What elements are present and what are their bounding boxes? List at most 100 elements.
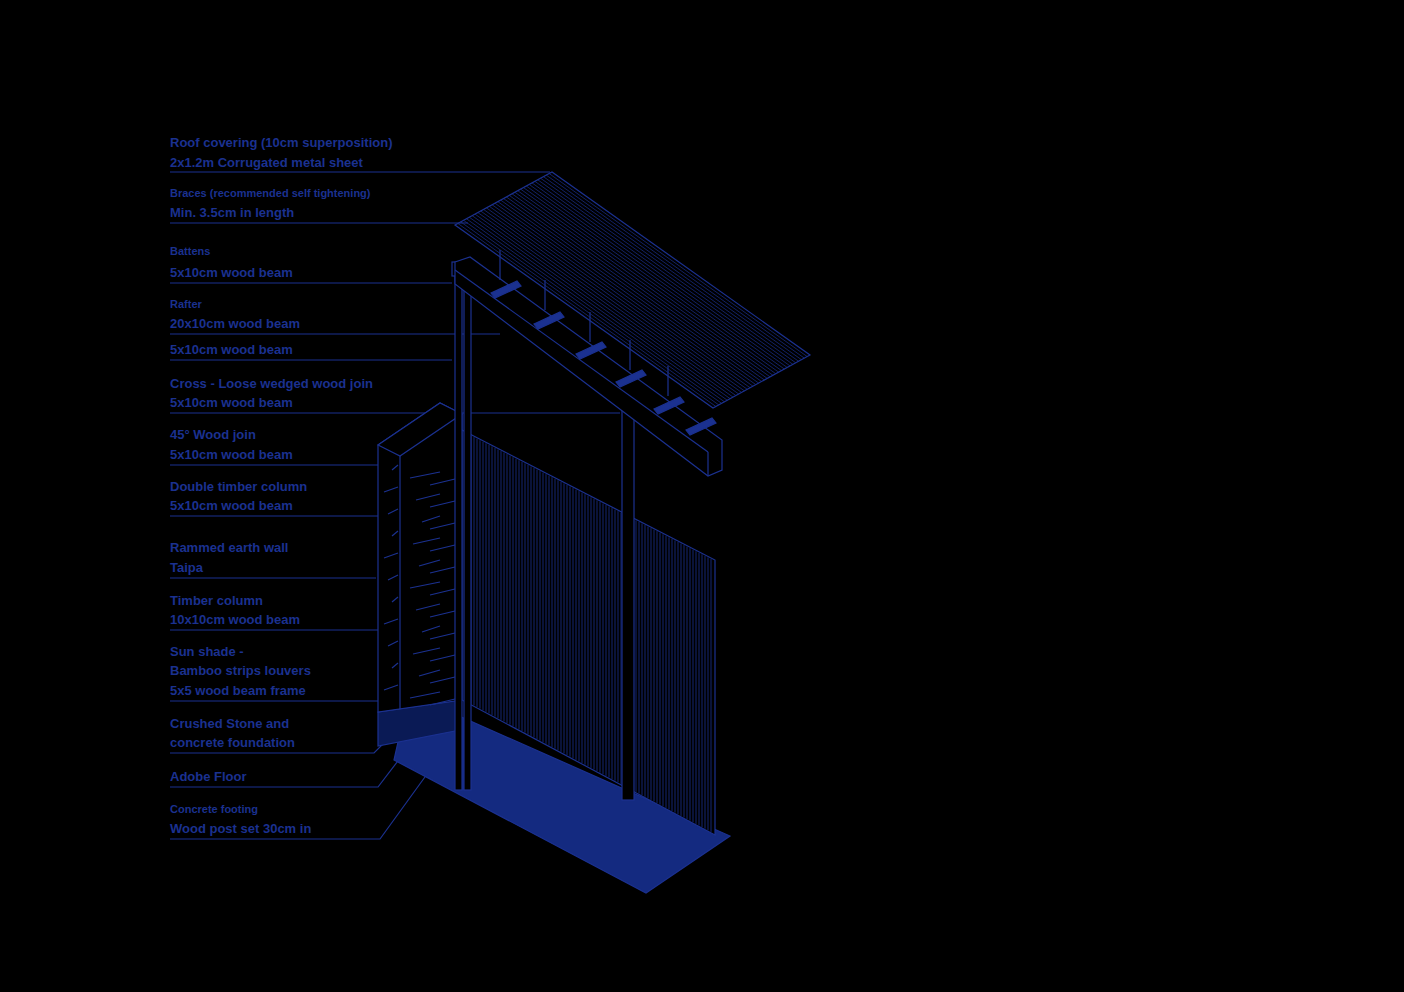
corrugation xyxy=(464,220,722,403)
callout-label: Taipa xyxy=(170,561,203,574)
callout-label: Concrete footing xyxy=(170,804,258,815)
corrugation xyxy=(535,181,793,364)
earth-mark xyxy=(430,479,455,485)
earth-mark xyxy=(422,516,440,522)
bamboo-strip xyxy=(561,482,562,752)
corrugation xyxy=(541,178,799,361)
bamboo-strip xyxy=(657,531,658,803)
callout-label: 45° Wood join xyxy=(170,428,256,441)
bamboo-strip xyxy=(660,533,661,805)
corrugation xyxy=(478,213,736,396)
callout-label: 5x10cm wood beam xyxy=(170,266,293,279)
callout-label: Rammed earth wall xyxy=(170,541,289,554)
earth-texture xyxy=(384,465,455,705)
corrugation xyxy=(543,177,801,360)
corrugation xyxy=(529,184,787,367)
earth-mark xyxy=(384,487,398,492)
callout-label: Cross - Loose wedged wood join xyxy=(170,377,373,390)
bamboo-strip xyxy=(612,508,613,779)
earth-mark xyxy=(392,597,398,602)
earth-mark xyxy=(384,619,398,624)
leader-line xyxy=(170,171,550,172)
earth-mark xyxy=(419,670,440,676)
bamboo-strip xyxy=(570,486,571,756)
bamboo-strip xyxy=(546,474,547,744)
bamboo-strip xyxy=(603,503,604,774)
earth-mark xyxy=(430,677,455,683)
bamboo-strip xyxy=(684,545,685,817)
callout-label: Double timber column xyxy=(170,480,307,493)
roof-sheet xyxy=(455,172,810,408)
bamboo-strip xyxy=(528,465,529,734)
bamboo-strip xyxy=(639,522,640,793)
bamboo-strip xyxy=(588,496,589,766)
callout-label: 5x10cm wood beam xyxy=(170,396,293,409)
bamboo-strip xyxy=(651,528,652,800)
corrugations xyxy=(458,174,807,407)
callout-label: 2x1.2m Corrugated metal sheet xyxy=(170,156,363,169)
bamboo-strip xyxy=(477,439,478,707)
timber-column xyxy=(622,398,634,800)
beam-edge xyxy=(707,452,708,476)
callout-label: Bamboo strips louvers xyxy=(170,664,311,677)
leader-line xyxy=(170,333,500,334)
bamboo-strip xyxy=(615,510,616,781)
sun-shade-frame xyxy=(462,430,715,835)
corrugation xyxy=(486,208,744,391)
corrugation xyxy=(492,205,750,388)
bamboo-strip xyxy=(645,525,646,797)
bamboo-strip xyxy=(591,497,592,768)
corrugation xyxy=(538,180,796,363)
corrugation xyxy=(484,209,742,392)
bamboo-strip xyxy=(663,534,664,806)
bamboo-strip xyxy=(555,479,556,749)
leader-line xyxy=(170,753,404,787)
top-beam xyxy=(455,257,722,476)
leader-line xyxy=(170,412,620,413)
earth-mark xyxy=(410,472,440,478)
bamboo-strip xyxy=(669,537,670,809)
batten xyxy=(491,281,521,298)
bamboo-strip xyxy=(564,483,565,753)
bamboo-strip xyxy=(537,470,538,739)
corrugation xyxy=(472,216,730,399)
bamboo-strip xyxy=(693,550,694,823)
bamboo-strip xyxy=(708,557,709,830)
double-column-b xyxy=(464,268,471,790)
corrugation xyxy=(512,194,770,377)
callout-label: Sun shade - xyxy=(170,645,244,658)
callout-label: Wood post set 30cm in xyxy=(170,822,311,835)
corrugation xyxy=(518,191,776,374)
bamboo-strip xyxy=(552,477,553,747)
callout-label: Roof covering (10cm superposition) xyxy=(170,136,392,149)
earth-mark xyxy=(413,648,440,654)
corrugation xyxy=(481,211,739,394)
bamboo-strip xyxy=(474,437,475,705)
batten xyxy=(686,418,716,435)
leader-line xyxy=(170,222,468,223)
wall-edge xyxy=(399,456,400,709)
bamboo-strip xyxy=(492,446,493,715)
bamboo-strip xyxy=(618,511,619,782)
bamboo-strip xyxy=(567,485,568,755)
bamboo-strip xyxy=(573,488,574,758)
bamboo-strip xyxy=(498,449,499,718)
earth-mark xyxy=(384,685,398,690)
bamboo-strip xyxy=(531,466,532,735)
earth-mark xyxy=(430,655,455,661)
brace xyxy=(629,340,630,370)
earth-mark xyxy=(430,611,455,617)
bamboo-strip xyxy=(522,462,523,731)
corrugation xyxy=(475,214,733,397)
earth-mark xyxy=(416,604,440,610)
bamboo-strip xyxy=(540,471,541,741)
earth-mark xyxy=(419,560,440,566)
bamboo-strip xyxy=(654,530,655,802)
earth-mark xyxy=(422,626,440,632)
earth-mark xyxy=(416,494,440,500)
callout-label: Crushed Stone and xyxy=(170,717,289,730)
earth-mark xyxy=(388,641,398,646)
brace xyxy=(589,312,590,342)
beam-edge xyxy=(455,270,708,452)
